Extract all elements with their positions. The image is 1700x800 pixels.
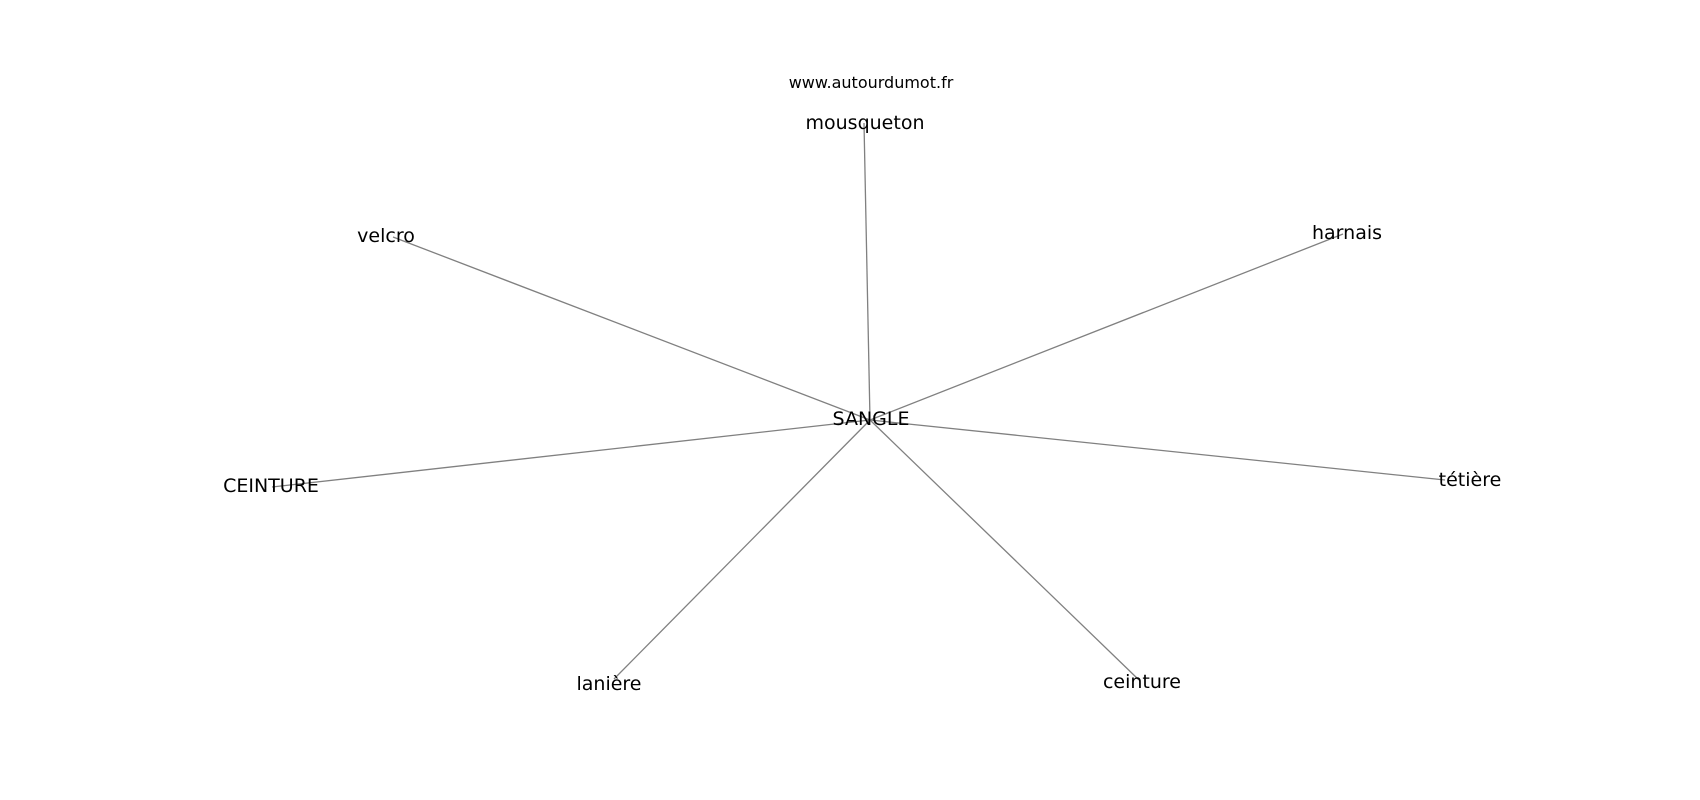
node-ceinture-lower: ceinture (1103, 671, 1181, 693)
edge-ceinture-upper (271, 419, 871, 488)
source-watermark: www.autourdumot.fr (789, 73, 954, 92)
edge-mousqueton (863, 122, 871, 421)
edge-ceinture-lower (869, 419, 1140, 681)
nodes: SANGLE mousqueton velcro harnais CEINTUR… (223, 112, 1501, 695)
edge-harnais (869, 233, 1344, 421)
edge-tetiere (869, 419, 1446, 481)
edges (271, 122, 1446, 681)
node-center: SANGLE (833, 408, 910, 430)
node-ceinture-upper: CEINTURE (223, 475, 319, 497)
node-laniere: lanière (576, 673, 641, 695)
node-tetiere: tétière (1439, 469, 1502, 491)
node-velcro: velcro (357, 225, 415, 247)
node-harnais: harnais (1312, 222, 1382, 244)
edge-laniere (613, 419, 871, 680)
edge-velcro (392, 236, 871, 421)
node-mousqueton: mousqueton (806, 112, 925, 134)
